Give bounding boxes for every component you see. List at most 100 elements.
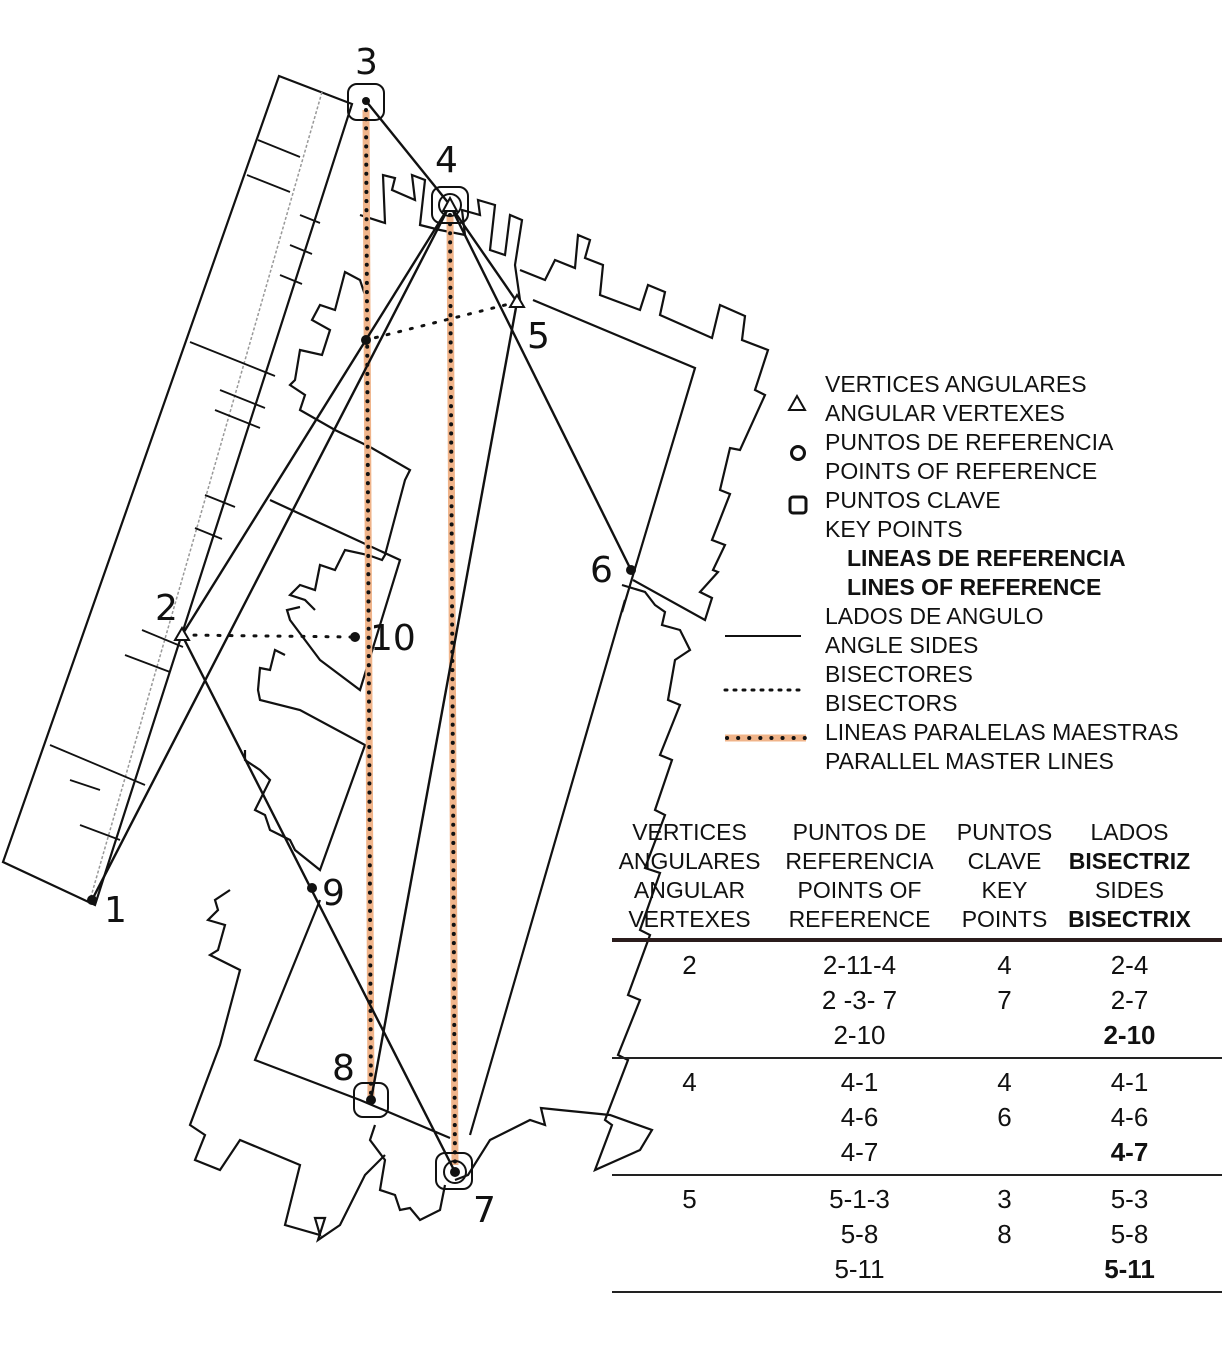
point-label-7: 7	[473, 1190, 496, 1231]
legend-lines-heading-en: LINES OF REFERENCE	[847, 574, 1102, 600]
point-label-1: 1	[104, 890, 127, 931]
point-label-5: 5	[527, 316, 550, 357]
legend: VERTICES ANGULARES ANGULAR VERTEXES PUNT…	[825, 370, 1179, 776]
legend-refpoints-en: POINTS OF REFERENCE	[825, 458, 1098, 484]
west-stepped-outline-2	[243, 648, 367, 872]
south-tip-outline	[368, 1124, 447, 1222]
cell-side: 4-7	[1110, 1137, 1149, 1167]
long-strip-building	[1, 74, 354, 907]
cell-side: 5-3	[1110, 1184, 1149, 1214]
point-label-10: 10	[370, 618, 416, 659]
legend-square-icon	[788, 495, 808, 515]
cell-side: 5-8	[1110, 1219, 1149, 1249]
legend-keypoints-es: PUNTOS CLAVE	[825, 487, 1001, 513]
cell-reference: 5-11	[834, 1254, 885, 1284]
master-lines	[362, 108, 459, 1167]
west-courtyard-outline	[269, 499, 402, 692]
legend-bisectors-es: BISECTORES	[825, 661, 973, 687]
dot-9	[307, 883, 317, 893]
dot-10	[350, 632, 360, 642]
key-point-3-square	[347, 83, 385, 121]
header-rule	[612, 938, 1222, 942]
legend-lines-heading-es: LINEAS DE REFERENCIA	[847, 545, 1126, 571]
cell-key	[952, 1135, 1057, 1170]
side-5-8	[369, 301, 519, 1101]
inner-long-line	[468, 599, 627, 1136]
point-labels: 1 2 3 4 5 6 7 8 9 10	[104, 42, 613, 1231]
cell-vertex	[612, 1252, 767, 1287]
cell-side: 2-10	[1103, 1020, 1156, 1050]
point-label-3: 3	[355, 42, 378, 83]
south-west-outline	[188, 889, 386, 1243]
west-stepped-outline-1	[287, 270, 412, 611]
vertex-4-triangle	[441, 195, 459, 212]
key-point-4-square	[431, 186, 469, 224]
bisectors	[180, 300, 519, 639]
legend-triangle-icon	[787, 393, 807, 411]
dot-1	[87, 895, 97, 905]
legend-master-es: LINEAS PARALELAS MAESTRAS	[825, 719, 1179, 745]
south-courtyard-outline	[253, 899, 451, 1140]
cell-key	[952, 1252, 1057, 1287]
bisector-5-11	[364, 300, 519, 342]
cell-side: 2-7	[1110, 985, 1149, 1015]
legend-master-en: PARALLEL MASTER LINES	[825, 748, 1114, 774]
legend-keypoints-en: KEY POINTS	[825, 516, 963, 542]
cell-reference: 5-8	[840, 1219, 879, 1249]
legend-angle-sides-es: LADOS DE ANGULO	[825, 603, 1044, 629]
vertex-2-triangle	[173, 626, 191, 641]
bisector-2-10	[180, 633, 357, 639]
cell-vertex	[612, 983, 767, 1018]
cell-reference: 2-10	[833, 1020, 886, 1050]
cell-key: 4	[997, 950, 1012, 980]
cell-reference: 4-6	[840, 1102, 879, 1132]
cell-vertex	[612, 1018, 767, 1053]
table-row: 4-7 4-7	[612, 1135, 1222, 1170]
key-point-7-square	[435, 1152, 473, 1190]
cell-vertex	[612, 1100, 767, 1135]
legend-vertices-es: VERTICES ANGULARES	[825, 371, 1087, 397]
legend-vertices-en: ANGULAR VERTEXES	[825, 400, 1065, 426]
cell-side: 5-11	[1104, 1254, 1155, 1284]
cell-reference: 4-7	[840, 1137, 879, 1167]
table-row: 2-10 2-10	[612, 1018, 1222, 1053]
point-label-9: 9	[322, 873, 345, 914]
cell-vertex	[612, 1217, 767, 1252]
cell-side: 4-1	[1110, 1067, 1149, 1097]
cell-reference: 4-1	[840, 1067, 879, 1097]
cell-key: 8	[997, 1219, 1012, 1249]
legend-angle-sides-en: ANGLE SIDES	[825, 632, 979, 658]
cell-key	[952, 1018, 1057, 1053]
dot-11	[361, 335, 371, 345]
east-inner-outline	[532, 298, 697, 613]
legend-circle-icon	[790, 445, 806, 461]
dot-8	[366, 1095, 376, 1105]
cell-reference: 2 -3- 7	[821, 985, 898, 1015]
legend-refpoints-es: PUNTOS DE REFERENCIA	[825, 429, 1114, 455]
point-label-2: 2	[155, 588, 178, 629]
vertex-5-triangle	[508, 293, 526, 308]
legend-symbols	[723, 393, 808, 742]
markers	[87, 83, 636, 1190]
cell-key: 3	[997, 1184, 1012, 1214]
point-label-4: 4	[435, 140, 458, 181]
strip-partitions	[49, 139, 321, 841]
cell-reference: 2-11-4	[822, 950, 897, 980]
dot-7	[450, 1167, 460, 1177]
point-label-6: 6	[590, 550, 613, 591]
cell-side: 2-4	[1110, 950, 1149, 980]
